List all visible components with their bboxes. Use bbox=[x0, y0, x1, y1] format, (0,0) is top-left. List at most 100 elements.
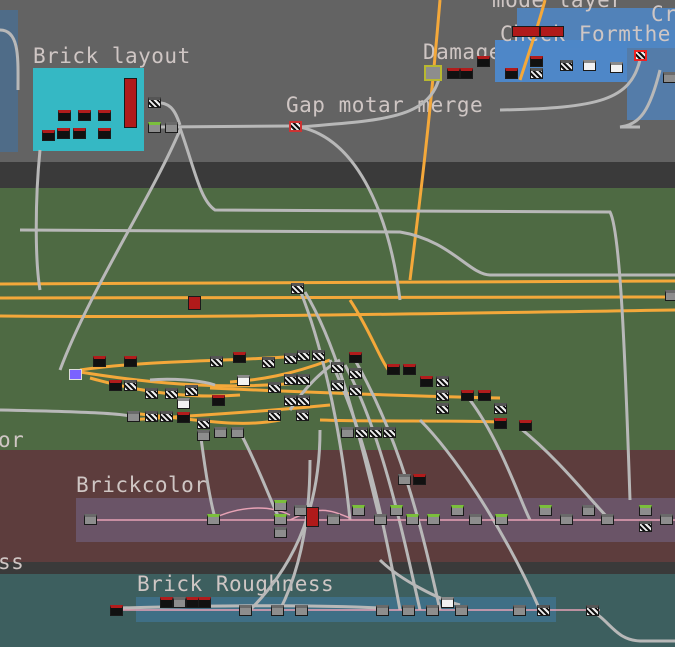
node-green-22[interactable] bbox=[297, 395, 310, 406]
node-brickcolor-8[interactable] bbox=[306, 507, 319, 527]
node-brickcolor-3[interactable] bbox=[207, 514, 220, 525]
node-roughness-9[interactable] bbox=[402, 605, 415, 616]
node-green-51[interactable] bbox=[341, 427, 354, 438]
node-green-43[interactable] bbox=[145, 411, 158, 422]
node-green-46[interactable] bbox=[177, 412, 190, 423]
node-brickcolor-2[interactable] bbox=[398, 474, 411, 485]
node-green-30[interactable] bbox=[387, 364, 400, 375]
node-brickcolor-22[interactable] bbox=[639, 505, 652, 516]
node-roughness-11[interactable] bbox=[441, 597, 454, 608]
node-brick-layout-6[interactable] bbox=[73, 128, 86, 139]
node-roughness-12[interactable] bbox=[455, 605, 468, 616]
node-roughness-1[interactable] bbox=[160, 597, 173, 608]
node-check-9[interactable] bbox=[634, 50, 647, 61]
node-green-11[interactable] bbox=[210, 356, 223, 367]
node-green-52[interactable] bbox=[355, 427, 368, 438]
node-brick-layout-4[interactable] bbox=[42, 130, 55, 141]
node-green-17[interactable] bbox=[312, 350, 325, 361]
node-green-10[interactable] bbox=[185, 385, 198, 396]
node-roughness-15[interactable] bbox=[586, 605, 599, 616]
node-brick-layout-tall[interactable] bbox=[124, 78, 137, 128]
node-brick-layout-10[interactable] bbox=[165, 122, 178, 133]
node-green-24[interactable] bbox=[296, 410, 309, 421]
node-brick-layout-3[interactable] bbox=[98, 110, 111, 121]
node-brick-layout-1[interactable] bbox=[58, 110, 71, 121]
node-roughness-5[interactable] bbox=[239, 605, 252, 616]
node-roughness-4[interactable] bbox=[198, 597, 211, 608]
node-green-27[interactable] bbox=[349, 352, 362, 363]
node-brickcolor-18[interactable] bbox=[539, 505, 552, 516]
node-green-9[interactable] bbox=[165, 388, 178, 399]
node-green-5[interactable] bbox=[124, 356, 137, 367]
node-green-34[interactable] bbox=[436, 390, 449, 401]
node-green-45[interactable] bbox=[177, 398, 190, 409]
node-green-25[interactable] bbox=[331, 362, 344, 373]
node-green-input[interactable] bbox=[69, 369, 82, 380]
node-roughness-13[interactable] bbox=[513, 605, 526, 616]
node-green-19[interactable] bbox=[297, 374, 310, 385]
node-brickcolor-9[interactable] bbox=[327, 514, 340, 525]
node-green-40[interactable] bbox=[494, 418, 507, 429]
node-green-16[interactable] bbox=[297, 350, 310, 361]
node-brick-layout-8[interactable] bbox=[148, 97, 161, 108]
node-green-2[interactable] bbox=[188, 296, 201, 310]
node-damage-2[interactable] bbox=[447, 68, 460, 79]
node-green-12[interactable] bbox=[233, 352, 246, 363]
node-brick-layout-5[interactable] bbox=[57, 128, 70, 139]
node-brickcolor-12[interactable] bbox=[390, 505, 403, 516]
node-check-7[interactable] bbox=[583, 60, 596, 71]
node-check-3[interactable] bbox=[505, 68, 518, 79]
node-damage-4[interactable] bbox=[477, 56, 490, 67]
node-brickcolor-5[interactable] bbox=[274, 514, 287, 525]
node-brickcolor-1[interactable] bbox=[413, 474, 426, 485]
node-brickcolor-13[interactable] bbox=[406, 514, 419, 525]
node-green-28[interactable] bbox=[349, 368, 362, 379]
node-green-6[interactable] bbox=[109, 380, 122, 391]
node-check-6[interactable] bbox=[560, 60, 573, 71]
node-green-42[interactable] bbox=[127, 411, 140, 422]
node-green-31[interactable] bbox=[403, 364, 416, 375]
node-brickcolor-24[interactable] bbox=[660, 514, 673, 525]
node-brick-layout-7[interactable] bbox=[98, 128, 111, 139]
node-brickcolor-21[interactable] bbox=[601, 514, 614, 525]
node-green-3[interactable] bbox=[665, 290, 675, 301]
node-green-37[interactable] bbox=[478, 390, 491, 401]
node-green-4[interactable] bbox=[93, 356, 106, 367]
node-green-38[interactable] bbox=[494, 403, 507, 414]
node-green-15[interactable] bbox=[284, 353, 297, 364]
node-check-1[interactable] bbox=[512, 26, 540, 37]
node-gap-motar-merge[interactable] bbox=[289, 121, 302, 132]
node-green-53[interactable] bbox=[369, 427, 382, 438]
node-brickcolor-19[interactable] bbox=[560, 514, 573, 525]
node-roughness-8[interactable] bbox=[376, 605, 389, 616]
node-green-50[interactable] bbox=[231, 427, 244, 438]
node-brickcolor-4[interactable] bbox=[274, 500, 287, 511]
node-roughness-6[interactable] bbox=[271, 605, 284, 616]
node-check-5[interactable] bbox=[530, 68, 543, 79]
node-brickcolor-14[interactable] bbox=[427, 514, 440, 525]
node-green-14[interactable] bbox=[262, 357, 275, 368]
node-green-47[interactable] bbox=[197, 418, 210, 429]
node-green-8[interactable] bbox=[145, 388, 158, 399]
node-green-20[interactable] bbox=[268, 382, 281, 393]
node-green-29[interactable] bbox=[349, 385, 362, 396]
node-green-44[interactable] bbox=[160, 411, 173, 422]
node-green-33[interactable] bbox=[436, 376, 449, 387]
node-brickcolor-15[interactable] bbox=[451, 505, 464, 516]
node-check-8[interactable] bbox=[610, 62, 623, 73]
node-green-23[interactable] bbox=[268, 410, 281, 421]
node-check-2[interactable] bbox=[540, 26, 564, 37]
node-roughness-input[interactable] bbox=[110, 605, 123, 616]
node-check-10[interactable] bbox=[663, 72, 675, 83]
node-brickcolor-input[interactable] bbox=[84, 514, 97, 525]
node-green-7[interactable] bbox=[124, 380, 137, 391]
node-green-49[interactable] bbox=[214, 427, 227, 438]
node-brickcolor-6[interactable] bbox=[274, 527, 287, 538]
node-green-21[interactable] bbox=[284, 395, 297, 406]
node-check-4[interactable] bbox=[530, 56, 543, 67]
node-brickcolor-17[interactable] bbox=[495, 514, 508, 525]
node-green-32[interactable] bbox=[420, 376, 433, 387]
node-green-36[interactable] bbox=[461, 390, 474, 401]
node-green-1[interactable] bbox=[291, 283, 304, 294]
